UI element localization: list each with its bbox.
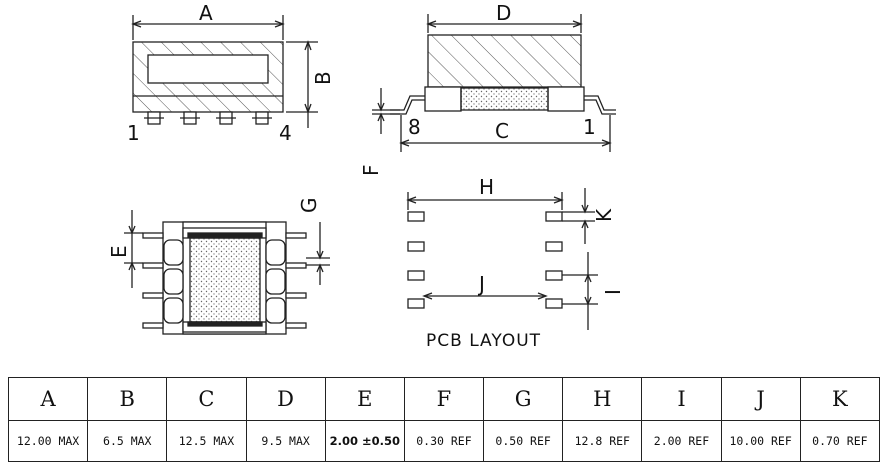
value-k: 0.70 REF — [799, 420, 881, 462]
header-a: A — [7, 377, 89, 421]
dimension-table: A B C D E F G H I J K 12.00 MAX 6.5 MAX … — [7, 377, 881, 462]
label-h: H — [479, 175, 494, 199]
header-i: I — [641, 377, 722, 421]
value-h: 12.8 REF — [562, 420, 643, 462]
label-i: I — [601, 289, 625, 295]
label-pin4: 4 — [279, 121, 292, 145]
header-c: C — [166, 377, 247, 421]
header-e: E — [324, 377, 405, 421]
top-view-pins — [144, 111, 272, 125]
value-e: 2.00 ±0.50 — [324, 420, 405, 462]
value-b: 6.5 MAX — [87, 420, 168, 462]
pcb-layout-label: PCB LAYOUT — [426, 331, 541, 351]
header-f: F — [403, 377, 485, 421]
label-a: A — [199, 1, 213, 25]
pcb-layout — [406, 188, 598, 330]
value-i: 2.00 REF — [641, 420, 722, 462]
label-e: E — [107, 245, 131, 258]
label-d: D — [496, 1, 511, 25]
label-pin8: 8 — [408, 115, 421, 139]
label-f: F — [359, 164, 383, 176]
top-view — [131, 15, 318, 128]
dimension-value-row: 12.00 MAX 6.5 MAX 12.5 MAX 9.5 MAX 2.00 … — [7, 420, 881, 462]
header-j: J — [720, 377, 801, 421]
header-h: H — [562, 377, 643, 421]
value-a: 12.00 MAX — [7, 420, 89, 462]
label-k: K — [592, 208, 616, 222]
label-pin1-side: 1 — [583, 115, 596, 139]
header-g: G — [483, 377, 564, 421]
label-pin1-top: 1 — [127, 121, 140, 145]
label-b: B — [311, 71, 335, 85]
header-b: B — [87, 377, 168, 421]
header-k: K — [799, 377, 881, 421]
value-g: 0.50 REF — [483, 420, 564, 462]
value-f: 0.30 REF — [403, 420, 485, 462]
label-g: G — [297, 198, 321, 214]
value-d: 9.5 MAX — [245, 420, 326, 462]
header-d: D — [245, 377, 326, 421]
label-c: C — [495, 119, 509, 143]
side-view — [372, 14, 616, 152]
label-j: J — [477, 272, 485, 296]
value-j: 10.00 REF — [720, 420, 801, 462]
value-c: 12.5 MAX — [166, 420, 247, 462]
bottom-view — [124, 210, 330, 335]
dimension-header-row: A B C D E F G H I J K — [7, 377, 881, 421]
